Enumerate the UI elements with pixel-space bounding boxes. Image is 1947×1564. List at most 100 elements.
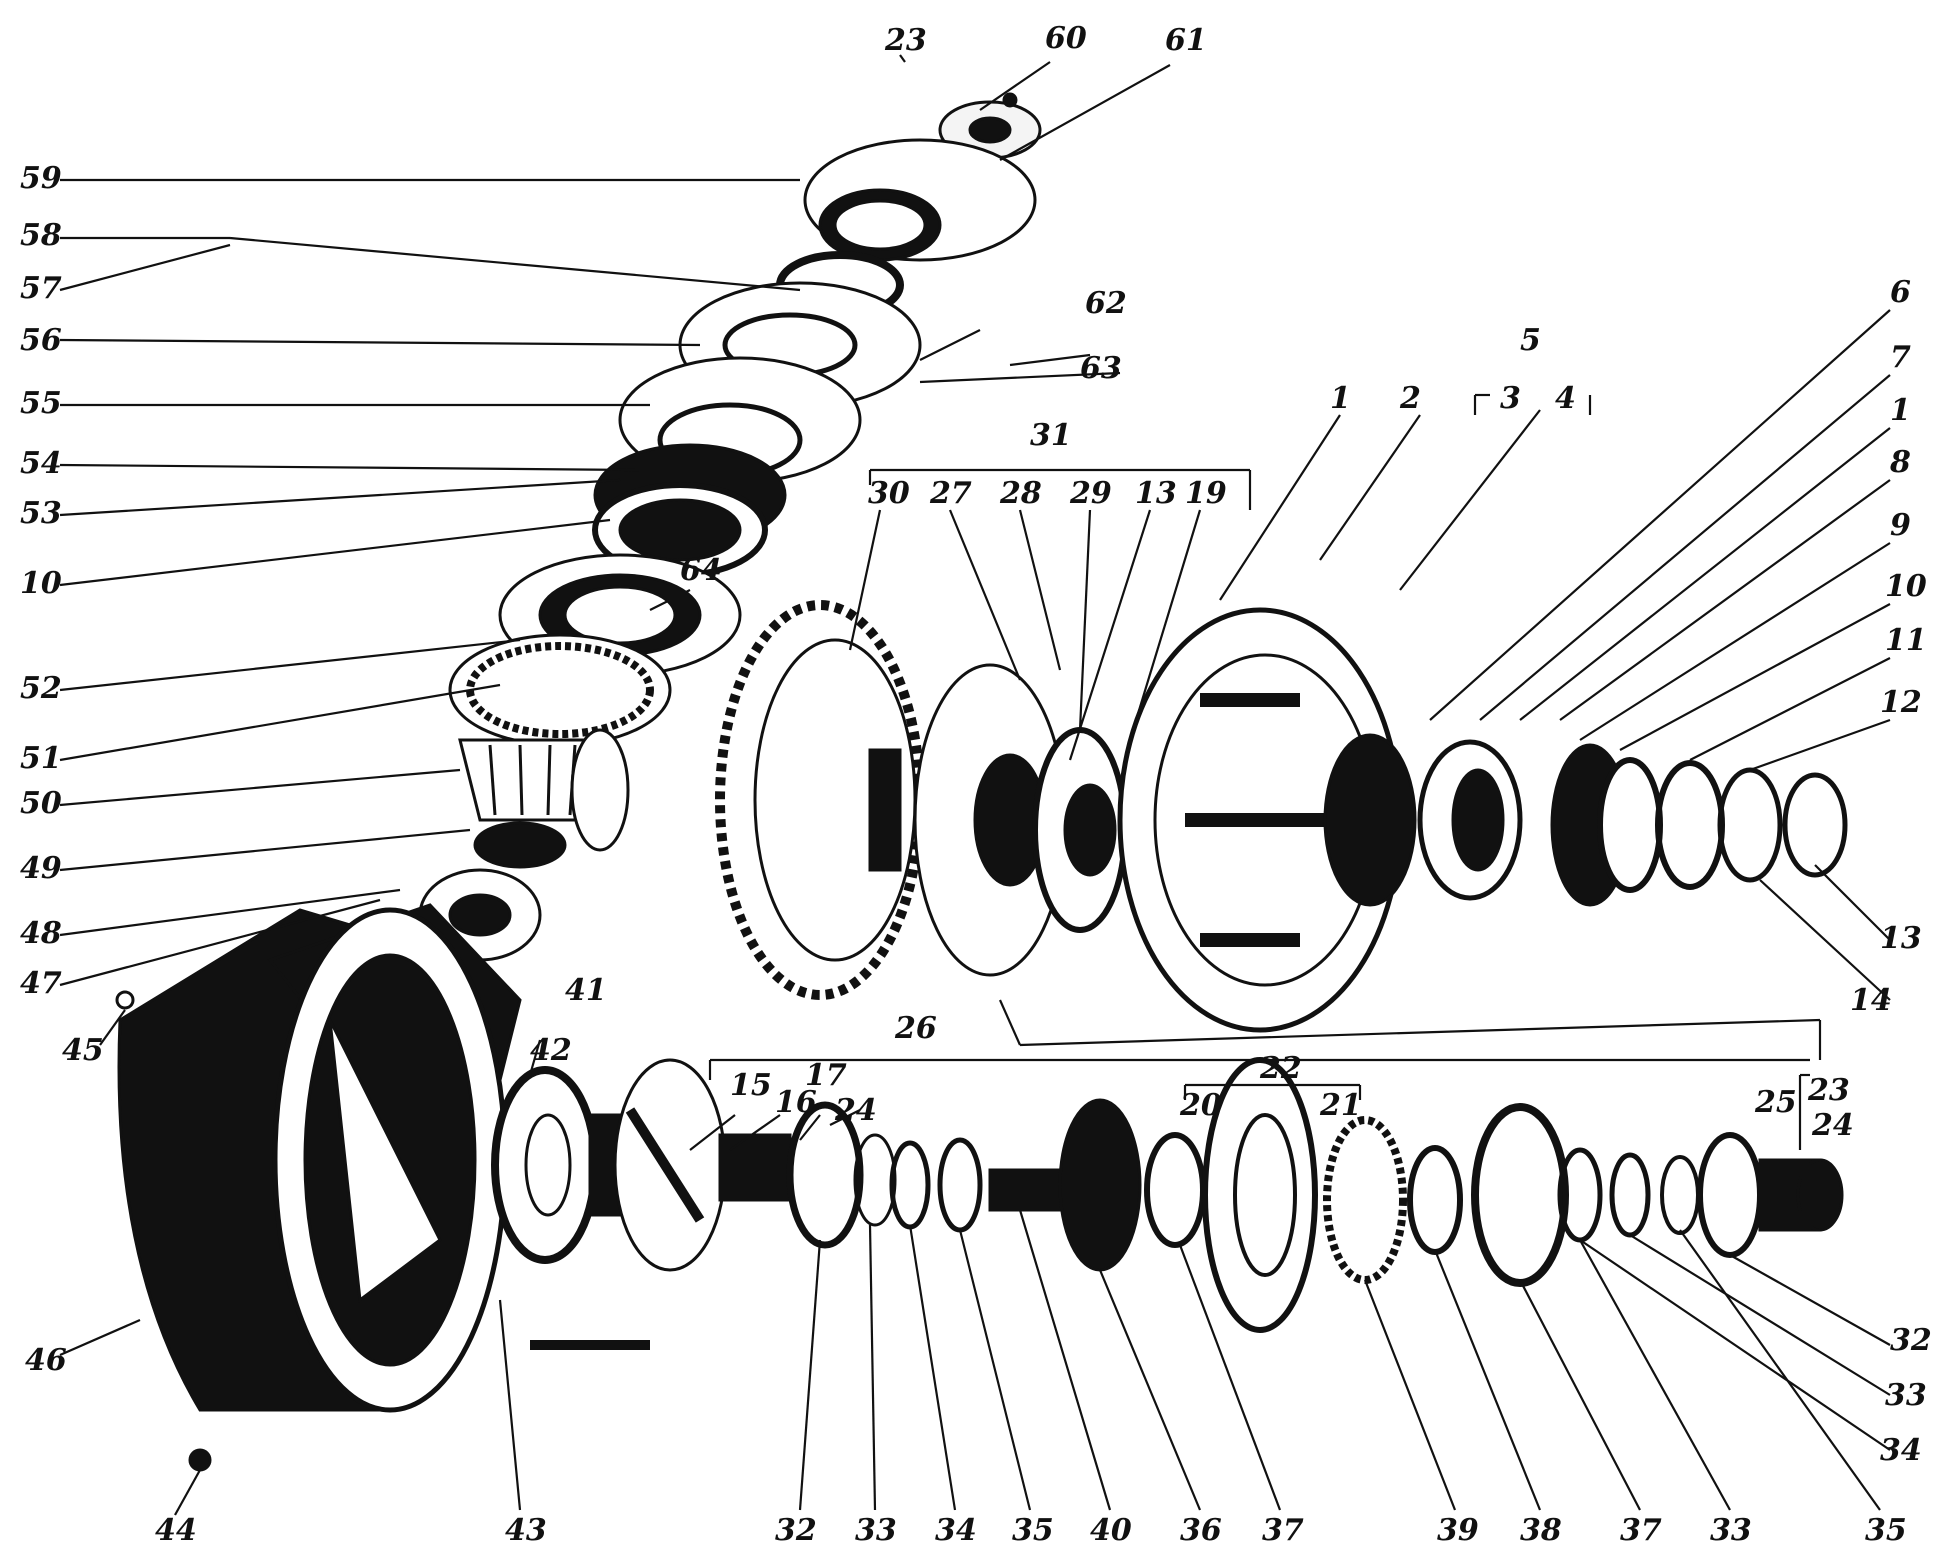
bearing-7 bbox=[1417, 739, 1523, 901]
label-4: 4 bbox=[1555, 381, 1576, 416]
label-11: 11 bbox=[1885, 623, 1927, 658]
label-24-right: 24 bbox=[1811, 1108, 1854, 1143]
label-58: 58 bbox=[20, 218, 62, 253]
housing-46 bbox=[115, 903, 522, 1472]
parts bbox=[115, 92, 1848, 1472]
bearing-36 bbox=[1058, 1098, 1142, 1272]
bearing-24 bbox=[786, 1101, 864, 1249]
label-23-top: 23 bbox=[884, 23, 927, 58]
label-bottom-39: 39 bbox=[1437, 1513, 1479, 1548]
label-60: 60 bbox=[1045, 21, 1087, 56]
label-right-33: 33 bbox=[1885, 1378, 1927, 1413]
label-62: 62 bbox=[1085, 286, 1127, 321]
label-6: 6 bbox=[1890, 275, 1911, 310]
label-47: 47 bbox=[20, 966, 62, 1001]
spacers-33b-35b bbox=[1557, 1147, 1700, 1243]
ring-gear-30 bbox=[715, 600, 925, 1000]
label-15: 15 bbox=[730, 1068, 772, 1103]
label-52: 52 bbox=[20, 671, 62, 706]
label-21: 21 bbox=[1319, 1088, 1362, 1123]
label-9: 9 bbox=[1890, 508, 1911, 543]
top-flange bbox=[803, 138, 1037, 262]
label-2: 2 bbox=[1399, 381, 1421, 416]
label-13-mid: 13 bbox=[1135, 476, 1177, 511]
sleeve-16 bbox=[718, 1133, 792, 1202]
label-25: 25 bbox=[1754, 1085, 1797, 1120]
label-10-left: 10 bbox=[20, 566, 62, 601]
label-45: 45 bbox=[62, 1033, 104, 1068]
bearing-9-10 bbox=[1550, 743, 1663, 907]
label-1: 1 bbox=[1330, 381, 1351, 416]
label-22: 22 bbox=[1259, 1051, 1302, 1086]
label-59: 59 bbox=[20, 161, 62, 196]
label-61: 61 bbox=[1165, 23, 1207, 58]
label-30: 30 bbox=[868, 476, 910, 511]
bearing-37b bbox=[1471, 1103, 1569, 1287]
label-bottom-32: 32 bbox=[775, 1513, 817, 1548]
label-bottom-40: 40 bbox=[1090, 1513, 1132, 1548]
callout-labels: 23 60 61 59 58 57 56 55 54 53 10 52 51 5… bbox=[20, 21, 1932, 1548]
label-31: 31 bbox=[1030, 418, 1072, 453]
label-48: 48 bbox=[20, 916, 62, 951]
label-55: 55 bbox=[20, 386, 62, 421]
label-28: 28 bbox=[999, 476, 1042, 511]
nut-13 bbox=[1782, 772, 1848, 878]
label-3: 3 bbox=[1500, 381, 1521, 416]
label-bottom-34: 34 bbox=[935, 1513, 977, 1548]
label-bottom-37b: 37 bbox=[1620, 1513, 1662, 1548]
plate-13 bbox=[1032, 727, 1128, 933]
label-bottom-37: 37 bbox=[1262, 1513, 1304, 1548]
label-bottom-33: 33 bbox=[855, 1513, 897, 1548]
label-46: 46 bbox=[25, 1343, 67, 1378]
ring-38 bbox=[1407, 1145, 1463, 1255]
label-23-right: 23 bbox=[1807, 1073, 1850, 1108]
label-right-32: 32 bbox=[1890, 1323, 1932, 1358]
wheel-hub-2 bbox=[1117, 607, 1417, 1033]
label-26: 26 bbox=[894, 1011, 937, 1046]
label-44: 44 bbox=[155, 1513, 197, 1548]
label-bottom-35: 35 bbox=[1012, 1513, 1054, 1548]
label-bottom-35b: 35 bbox=[1865, 1513, 1907, 1548]
label-20: 20 bbox=[1179, 1088, 1222, 1123]
label-14: 14 bbox=[1850, 983, 1892, 1018]
label-bottom-38: 38 bbox=[1520, 1513, 1562, 1548]
label-5: 5 bbox=[1520, 323, 1541, 358]
label-51: 51 bbox=[20, 741, 62, 776]
label-49: 49 bbox=[20, 851, 62, 886]
gear-22 bbox=[1202, 1057, 1318, 1333]
label-8: 8 bbox=[1889, 445, 1911, 480]
gear-39 bbox=[1323, 1116, 1407, 1284]
bearing-10 bbox=[592, 443, 787, 578]
bearing-32-right bbox=[1697, 1132, 1844, 1258]
label-56: 56 bbox=[20, 323, 62, 358]
gear-51 bbox=[448, 633, 672, 747]
label-bottom-33b: 33 bbox=[1710, 1513, 1752, 1548]
label-53: 53 bbox=[20, 496, 62, 531]
label-63: 63 bbox=[1080, 351, 1122, 386]
label-54: 54 bbox=[20, 446, 62, 481]
spacers-33-35 bbox=[853, 1133, 983, 1233]
planet-carrier-50 bbox=[458, 728, 630, 852]
ring-11-12 bbox=[1655, 760, 1783, 890]
hub-28 bbox=[913, 663, 1067, 977]
label-41: 41 bbox=[565, 973, 607, 1008]
label-10-right: 10 bbox=[1885, 569, 1927, 604]
label-50: 50 bbox=[20, 786, 62, 821]
label-13-right: 13 bbox=[1880, 921, 1922, 956]
label-17: 17 bbox=[805, 1058, 847, 1093]
label-right-34: 34 bbox=[1880, 1433, 1922, 1468]
label-bottom-36: 36 bbox=[1180, 1513, 1222, 1548]
label-19: 19 bbox=[1185, 476, 1227, 511]
label-24-mid: 24 bbox=[834, 1093, 877, 1128]
label-57: 57 bbox=[20, 271, 62, 306]
label-43-bottom: 43 bbox=[505, 1513, 547, 1548]
label-16: 16 bbox=[775, 1085, 817, 1120]
label-1-right: 1 bbox=[1890, 393, 1911, 428]
ring-37 bbox=[1144, 1132, 1206, 1248]
label-7: 7 bbox=[1890, 340, 1911, 375]
label-64: 64 bbox=[680, 553, 722, 588]
bearing-42 bbox=[491, 1066, 599, 1264]
label-12: 12 bbox=[1880, 685, 1922, 720]
label-29: 29 bbox=[1069, 476, 1112, 511]
